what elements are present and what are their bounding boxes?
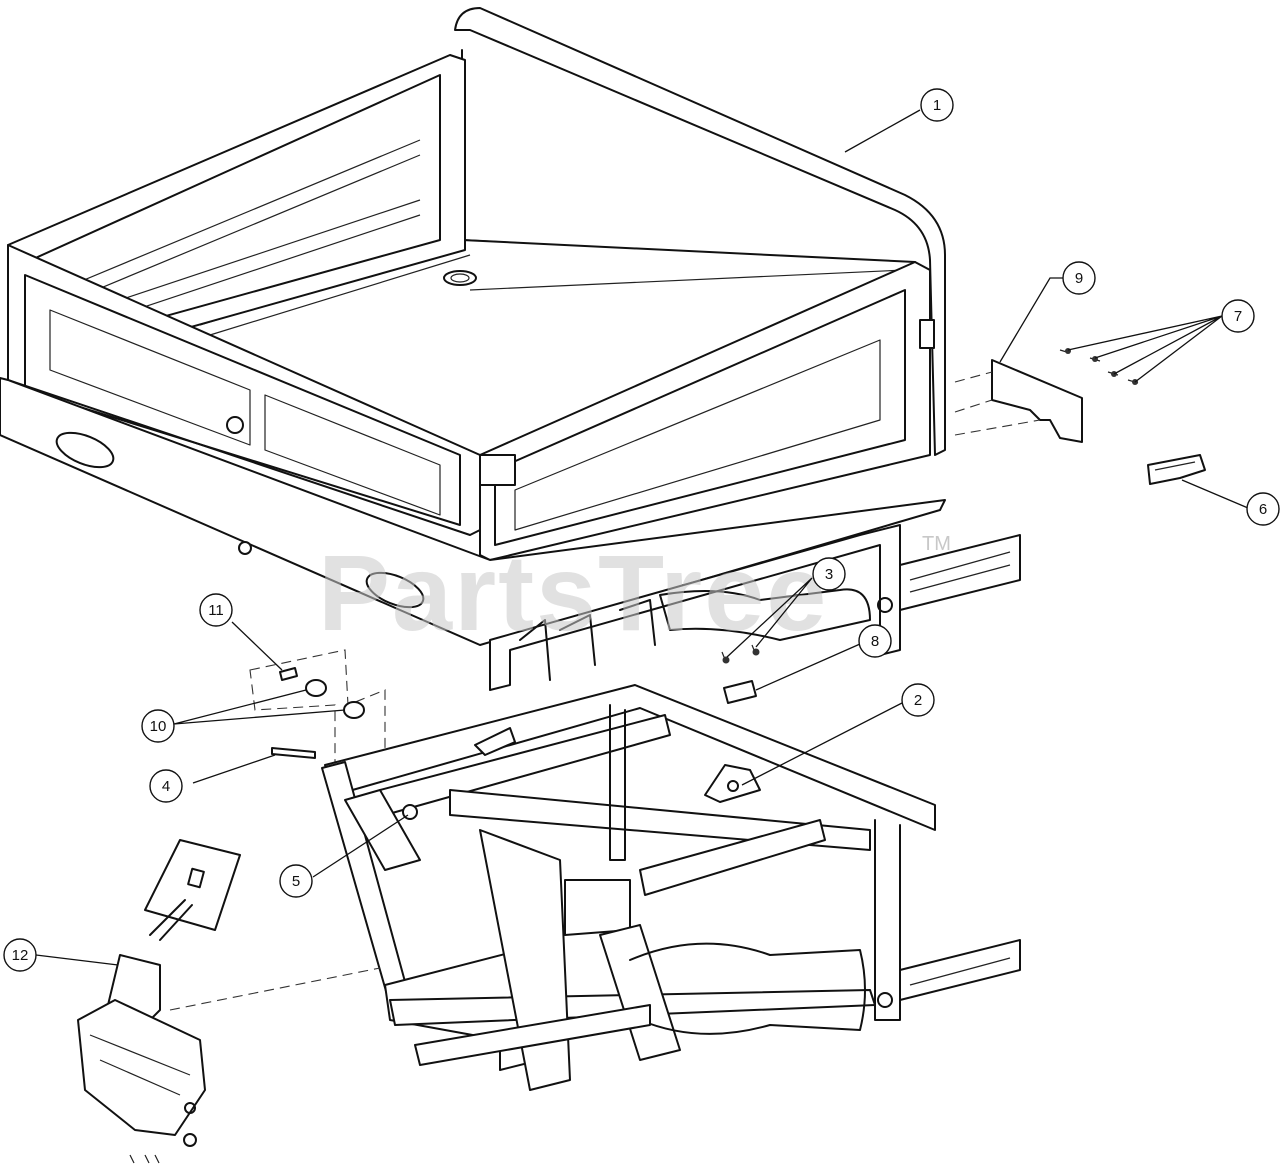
callout-1[interactable]: 1 xyxy=(844,88,954,153)
chassis-frame xyxy=(321,684,1021,1091)
cargo-box-handhold-left xyxy=(55,431,115,469)
cargo-box xyxy=(0,7,1021,691)
cargo-box-tailgate xyxy=(479,261,931,561)
block-part-8 xyxy=(723,680,757,704)
pin-part-11 xyxy=(279,667,298,681)
bracket-part-6 xyxy=(1147,454,1206,485)
callout-11[interactable]: 11 xyxy=(199,593,283,671)
bushings-part-10 xyxy=(305,679,365,719)
alignment-line-11 xyxy=(249,649,386,766)
fasteners-part-3 xyxy=(721,644,760,664)
watermark-tm: TM xyxy=(922,533,951,555)
svg-text:5: 5 xyxy=(292,873,300,890)
alignment-line-12 xyxy=(169,967,381,1011)
alignment-line-9 xyxy=(954,371,1041,436)
actuator-part-12 xyxy=(77,839,241,1164)
callout-4[interactable]: 4 xyxy=(149,754,276,803)
callout-8[interactable]: 8 xyxy=(755,624,892,691)
svg-text:7: 7 xyxy=(1234,308,1242,325)
tailgate-latch xyxy=(479,454,516,486)
pin-part-4 xyxy=(271,747,316,759)
tailgate-hinge xyxy=(919,319,935,349)
cargo-box-drain xyxy=(443,270,477,286)
svg-text:10: 10 xyxy=(150,718,167,735)
callout-5[interactable]: 5 xyxy=(279,814,409,898)
callout-6[interactable]: 6 xyxy=(1181,479,1280,526)
svg-text:11: 11 xyxy=(208,602,224,619)
svg-text:9: 9 xyxy=(1075,270,1083,287)
svg-text:8: 8 xyxy=(871,633,879,650)
svg-text:6: 6 xyxy=(1259,501,1267,518)
mount-bracket-part-2 xyxy=(704,764,761,803)
frame-rear-crossbar xyxy=(414,1004,651,1066)
callout-9[interactable]: 9 xyxy=(999,261,1096,363)
callout-3[interactable]: 3 xyxy=(726,557,846,658)
cargo-box-handhold-right xyxy=(365,571,425,609)
callout-7[interactable]: 7 xyxy=(1067,299,1255,383)
cargo-box-rear-wall xyxy=(454,7,946,456)
svg-text:1: 1 xyxy=(933,97,941,114)
svg-text:12: 12 xyxy=(12,947,29,964)
callout-10[interactable]: 10 xyxy=(141,689,346,743)
panel-part-9 xyxy=(991,359,1083,443)
svg-text:4: 4 xyxy=(162,778,170,795)
bolts-part-7 xyxy=(1059,348,1139,385)
watermark-text: PartsTree xyxy=(318,532,828,653)
cargo-box-lower-skirt xyxy=(0,377,946,646)
callout-12[interactable]: 12 xyxy=(3,938,119,972)
callout-2[interactable]: 2 xyxy=(741,683,935,786)
svg-text:3: 3 xyxy=(825,566,833,583)
svg-text:2: 2 xyxy=(914,692,922,709)
